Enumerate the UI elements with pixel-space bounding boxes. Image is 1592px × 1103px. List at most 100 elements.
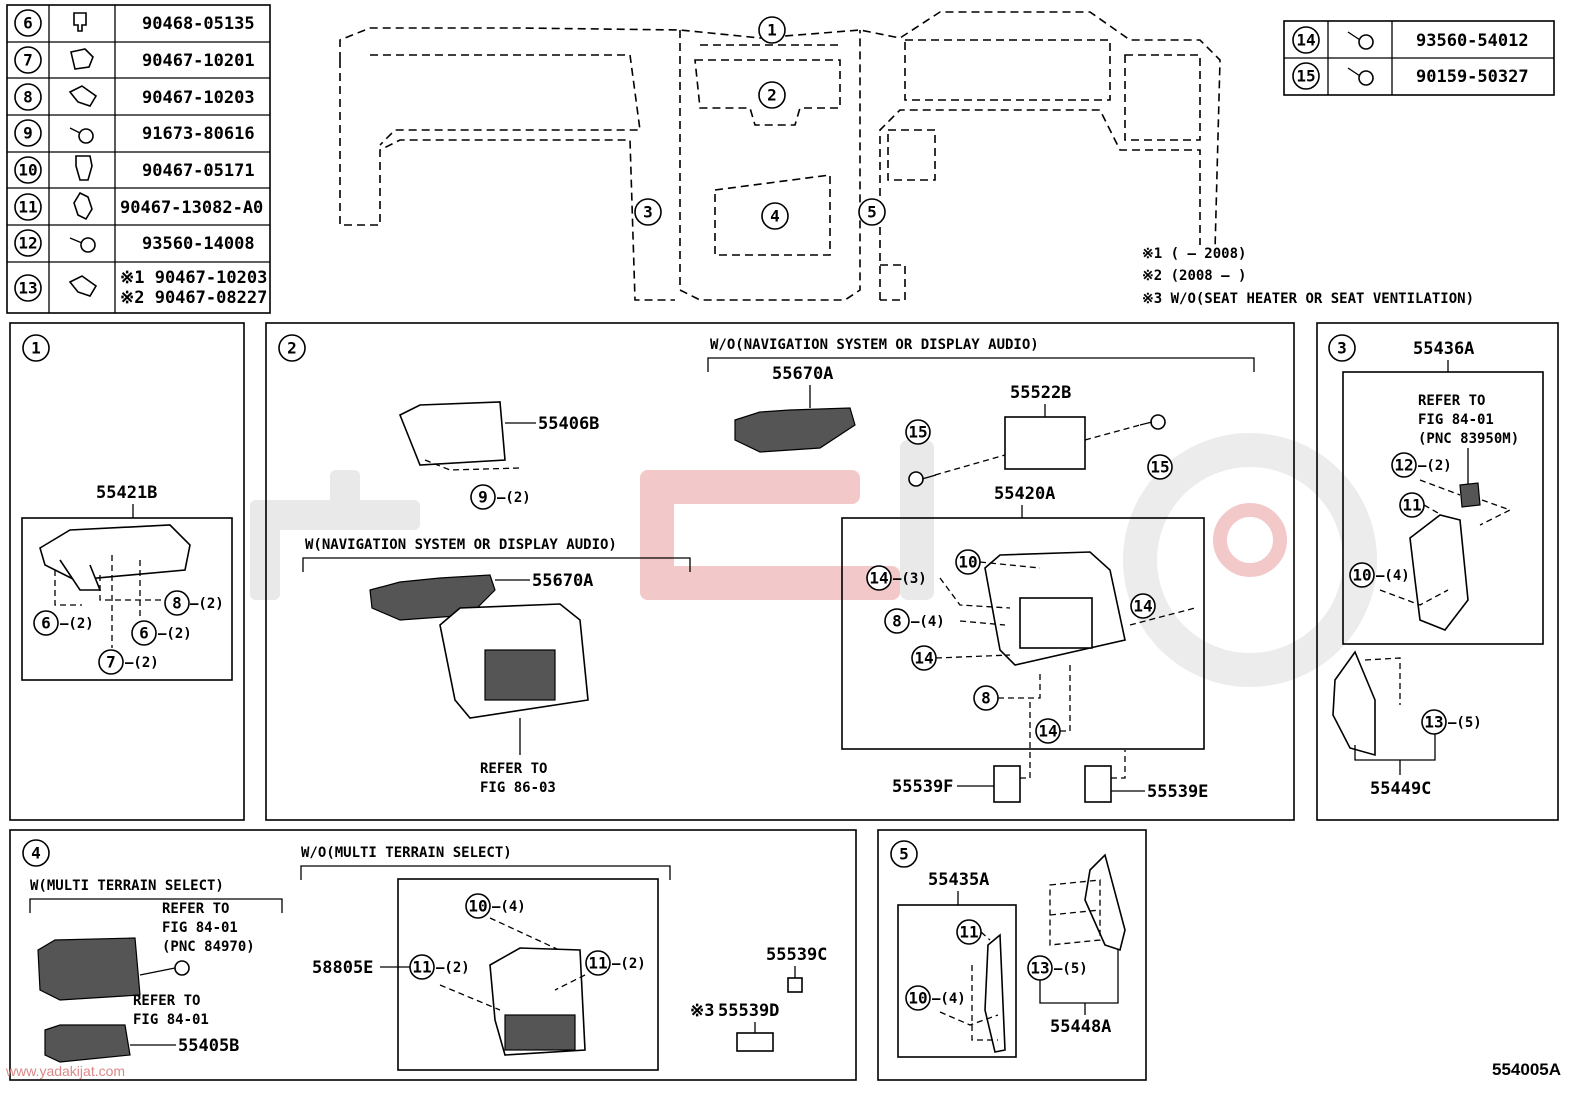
svg-text:14: 14 [1038,722,1057,741]
svg-text:FIG 84-01: FIG 84-01 [133,1012,209,1028]
svg-text:W(NAVIGATION SYSTEM OR DISPLAY: W(NAVIGATION SYSTEM OR DISPLAY AUDIO) [305,537,617,553]
svg-text:8: 8 [981,689,991,708]
side-trim-part [1332,650,1376,757]
watermark [250,433,1377,687]
svg-text:9: 9 [23,124,33,143]
svg-text:FIG 86-03: FIG 86-03 [480,780,556,796]
table-row: 9 91673-80616 [14,119,255,147]
website-watermark: www.yadakijat.com [6,1063,126,1079]
svg-text:90467-10203: 90467-10203 [142,88,255,108]
svg-text:REFER TO: REFER TO [162,901,229,917]
panel-2: 2 W/O(NAVIGATION SYSTEM OR DISPLAY AUDIO… [265,322,1295,821]
svg-text:REFER TO: REFER TO [1418,393,1485,409]
svg-text:13: 13 [18,279,37,298]
svg-text:–(5): –(5) [1448,715,1482,731]
side-trim-part [1409,514,1469,631]
screw-icon [69,127,94,144]
fastener-table-right: 14 93560-54012 15 90159-50327 [1283,20,1555,96]
svg-text:55435A: 55435A [928,870,989,890]
svg-text:5: 5 [867,203,877,222]
svg-text:–(2): –(2) [612,956,646,972]
table-row: 7 90467-10201 [14,46,255,74]
svg-text:11: 11 [959,923,978,942]
fastener-table-left: 6 90468-05135 7 90467-10201 8 90467-1020… [6,4,271,314]
switch-part [736,1032,774,1052]
svg-text:90467-10201: 90467-10201 [142,51,255,71]
clip-icon [68,275,98,297]
svg-text:13: 13 [1030,959,1049,978]
dashboard-overview: 1 2 3 4 5 [339,11,1221,301]
svg-text:–(4): –(4) [932,991,966,1007]
table-row: 12 93560-14008 [14,229,255,257]
svg-text:6: 6 [139,624,149,643]
svg-text:55421B: 55421B [96,483,157,503]
switch-part [1459,482,1481,508]
svg-text:–(2): –(2) [1418,458,1452,474]
clip-icon [73,12,87,32]
svg-text:91673-80616: 91673-80616 [142,124,255,144]
terrain-switch-part [37,937,141,1001]
svg-text:14: 14 [869,569,888,588]
svg-text:15: 15 [1150,458,1169,477]
svg-text:1: 1 [31,339,41,358]
svg-text:10: 10 [468,897,487,916]
svg-text:55448A: 55448A [1050,1017,1111,1037]
svg-text:11: 11 [588,954,607,973]
panel-4: 4 W(MULTI TERRAIN SELECT) W/O(MULTI TERR… [9,829,857,1081]
svg-text:11: 11 [18,198,37,217]
svg-text:7: 7 [106,653,116,672]
screw-icon [69,237,96,253]
svg-text:11: 11 [1402,496,1421,515]
svg-text:REFER TO: REFER TO [480,761,547,777]
svg-text:FIG 84-01: FIG 84-01 [162,920,238,936]
svg-text:8: 8 [172,594,182,613]
svg-text:※1 ( – 2008): ※1 ( – 2008) [1142,246,1246,262]
svg-text:3: 3 [1337,339,1347,358]
notes: ※1 ( – 2008) ※2 (2008 – ) ※3 W/O(SEAT HE… [1142,246,1474,307]
svg-text:10: 10 [908,989,927,1008]
svg-text:7: 7 [23,51,33,70]
svg-text:93560-54012: 93560-54012 [1416,31,1529,51]
switch-part [993,765,1021,803]
svg-text:REFER TO: REFER TO [133,993,200,1009]
svg-text:10: 10 [958,553,977,572]
svg-text:55539C: 55539C [766,945,827,965]
display-bracket-part [398,401,506,466]
svg-text:55670A: 55670A [532,571,593,591]
svg-text:–(2): –(2) [436,960,470,976]
clip-icon [73,191,93,221]
svg-text:10: 10 [1352,566,1371,585]
svg-text:55539E: 55539E [1147,782,1208,802]
svg-text:55406B: 55406B [538,414,599,434]
svg-text:14: 14 [1296,31,1315,50]
svg-text:2: 2 [287,339,297,358]
svg-text:–(2): –(2) [497,490,531,506]
svg-text:–(5): –(5) [1054,961,1088,977]
svg-text:–(2): –(2) [158,626,192,642]
table-row: 14 93560-54012 [1292,26,1529,54]
svg-text:55539F: 55539F [892,777,953,797]
table-row: 13 ※1 90467-10203 ※2 90467-08227 [14,268,267,308]
svg-text:58805E: 58805E [312,958,373,978]
svg-text:2: 2 [767,86,777,105]
table-row: 8 90467-10203 [14,83,255,111]
svg-text:–(2): –(2) [125,655,159,671]
lower-panel-part [39,524,191,581]
svg-text:55449C: 55449C [1370,779,1431,799]
side-trim-part [1084,853,1126,952]
svg-text:55405B: 55405B [178,1036,239,1056]
svg-text:※2 (2008 – ): ※2 (2008 – ) [1142,268,1246,284]
bolt-icon [1347,67,1374,86]
panel-3: 3 55436A REFER TO FIG 84-01 (PNC 83950M)… [1316,322,1559,821]
table-row: 15 90159-50327 [1292,62,1529,90]
svg-text:10: 10 [18,161,37,180]
svg-text:5: 5 [899,845,909,864]
svg-text:6: 6 [41,614,51,633]
svg-text:55436A: 55436A [1413,339,1474,359]
switch-part [1084,765,1112,803]
tray-part [44,1024,131,1063]
svg-text:55420A: 55420A [994,484,1055,504]
svg-text:90467-05171: 90467-05171 [142,161,255,181]
svg-text:(PNC 84970): (PNC 84970) [162,939,255,955]
